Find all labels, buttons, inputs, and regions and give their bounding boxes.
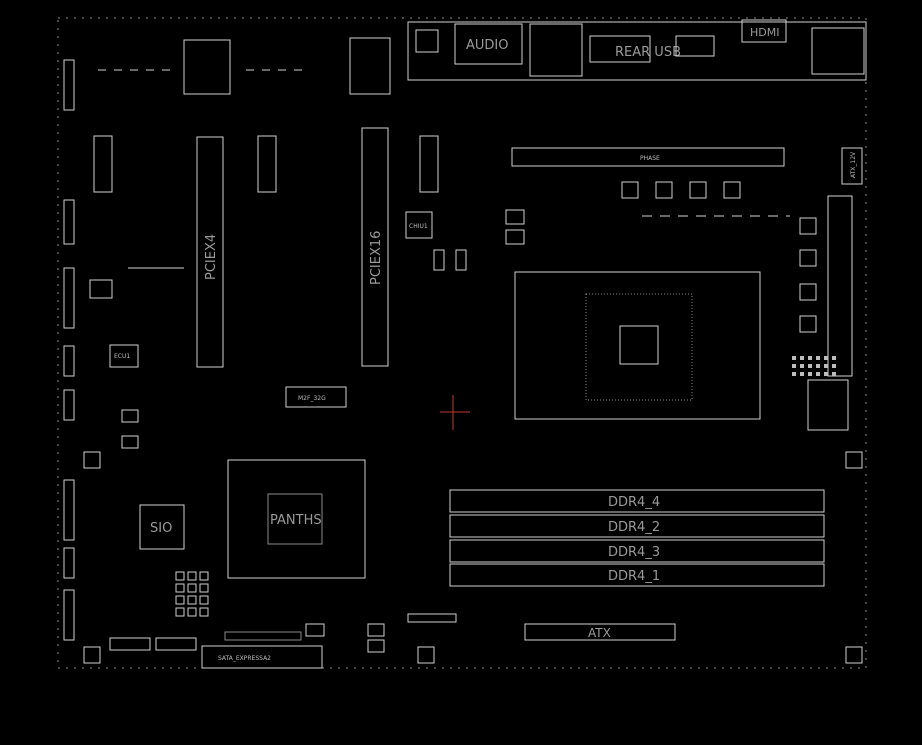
- hdmi-label: HDMI: [750, 26, 779, 39]
- ddr4-slot-4: [449, 489, 825, 513]
- header-mid: [257, 135, 277, 193]
- pciex4-slot: [196, 136, 224, 368]
- header-left: [93, 135, 113, 193]
- usb-connector-2: [675, 35, 715, 57]
- header-right: [419, 135, 439, 193]
- ddr4-3-label: DDR4_3: [608, 545, 660, 560]
- ddr4-1-label: DDR4_1: [608, 569, 660, 584]
- hdmi-connector: [741, 19, 787, 43]
- audio-connector: [454, 23, 523, 65]
- ddr4-2-label: DDR4_2: [608, 520, 660, 535]
- ddr4-slot-2: [449, 514, 825, 538]
- pciex16-label: PCIEX16: [369, 231, 384, 285]
- rear-io-block: [407, 21, 867, 81]
- atx12v-label: ATX_12V: [850, 151, 857, 178]
- pciex16-slot: [361, 127, 389, 367]
- sata-label: SATA_EXPRESSA2: [218, 655, 271, 662]
- rear-usb-label: REAR USB: [615, 45, 681, 60]
- pch-label: PANTHS: [270, 513, 322, 528]
- sata-connector: [201, 645, 323, 669]
- m2-slot: [285, 386, 347, 408]
- cpu-core: [585, 293, 693, 401]
- pciex4-label: PCIEX4: [204, 234, 219, 280]
- sio-chip: [139, 504, 185, 550]
- atx-connector: [524, 623, 676, 641]
- ddr4-slot-1: [449, 563, 825, 587]
- pad-cluster-bottom-left: [175, 571, 209, 617]
- atx-label: ATX: [588, 626, 611, 640]
- ecu-label: ECU1: [114, 353, 130, 360]
- board-outline: [57, 17, 867, 669]
- phase-label: PHASE: [640, 155, 660, 162]
- ps2-connector: [415, 29, 439, 53]
- vrm-strip: [511, 147, 785, 167]
- pch-chip: [267, 493, 323, 545]
- sio-label: SIO: [150, 521, 172, 536]
- chip-u1-label: CHIU1: [409, 223, 428, 230]
- component-pads: [63, 37, 863, 664]
- lan-connector: [529, 23, 583, 77]
- cpu-center: [619, 325, 659, 365]
- m2-label: M2F_32G: [298, 395, 326, 402]
- cpu-socket: [514, 271, 761, 420]
- pch-area: [227, 459, 366, 579]
- dvi-connector: [811, 27, 865, 75]
- usb-connector: [589, 35, 651, 63]
- ecu-chip: [109, 344, 139, 368]
- ddr4-4-label: DDR4_4: [608, 495, 660, 510]
- audio-label: AUDIO: [466, 38, 509, 53]
- pad-cluster-right: [792, 356, 836, 376]
- atx12v-connector: [841, 147, 863, 185]
- ddr4-slot-3: [449, 539, 825, 563]
- chip-u1: [405, 211, 433, 239]
- sata-strip: [224, 631, 302, 641]
